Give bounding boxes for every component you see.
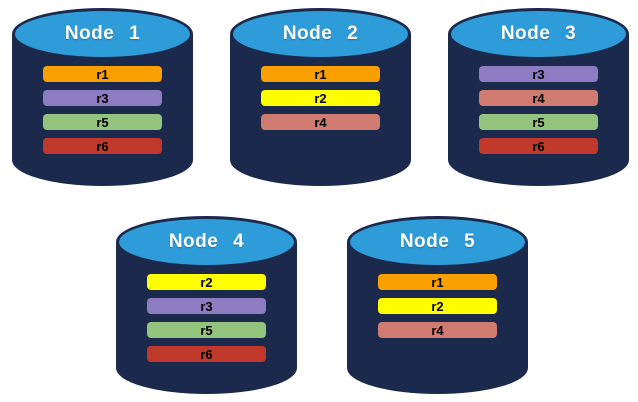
node-name-label: Node 1	[64, 23, 141, 44]
replica-label: r6	[532, 138, 545, 154]
replica-bar: r2	[378, 298, 497, 314]
node-name-label: Node 3	[500, 23, 577, 44]
node-name-label: Node 5	[399, 231, 476, 252]
replica-bar: r2	[261, 90, 380, 106]
replica-label: r1	[314, 66, 327, 82]
replica-bar: r1	[378, 274, 497, 290]
node-cylinder-4: Node 4 r2 r3 r5 r6	[116, 216, 297, 394]
replica-label: r3	[532, 66, 545, 82]
node-row-top: Node 1 r1 r3 r5 r6 Node 2	[12, 8, 629, 186]
replica-bar: r3	[43, 90, 162, 106]
replica-bar: r5	[147, 322, 266, 338]
replica-list: r1 r3 r5 r6	[43, 66, 162, 154]
replica-list: r1 r2 r4	[261, 66, 380, 130]
cylinder-top: Node 2	[230, 8, 411, 60]
replica-label: r5	[532, 114, 545, 130]
node-cylinder-2: Node 2 r1 r2 r4	[230, 8, 411, 186]
replica-label: r4	[314, 114, 327, 130]
replica-bar: r2	[147, 274, 266, 290]
replica-bar: r6	[479, 138, 598, 154]
replica-label: r4	[532, 90, 545, 106]
cylinder-top: Node 3	[448, 8, 629, 60]
replica-list: r2 r3 r5 r6	[147, 274, 266, 362]
node-name-label: Node 2	[282, 23, 359, 44]
replica-label: r4	[431, 322, 444, 338]
replica-label: r2	[200, 274, 213, 290]
replica-label: r3	[200, 298, 213, 314]
replica-bar: r3	[479, 66, 598, 82]
replica-bar: r5	[43, 114, 162, 130]
cylinder-top: Node 4	[116, 216, 297, 268]
cylinder-top: Node 5	[347, 216, 528, 268]
replica-label: r6	[200, 346, 213, 362]
cylinder-top: Node 1	[12, 8, 193, 60]
replica-bar: r4	[479, 90, 598, 106]
node-cylinder-1: Node 1 r1 r3 r5 r6	[12, 8, 193, 186]
replica-bar: r4	[261, 114, 380, 130]
replica-label: r1	[96, 66, 109, 82]
replica-list: r1 r2 r4	[378, 274, 497, 338]
replica-label: r5	[96, 114, 109, 130]
replica-bar: r3	[147, 298, 266, 314]
replica-bar: r6	[147, 346, 266, 362]
replica-bar: r1	[261, 66, 380, 82]
replica-label: r1	[431, 274, 444, 290]
node-cylinder-3: Node 3 r3 r4 r5 r6	[448, 8, 629, 186]
node-row-bottom: Node 4 r2 r3 r5 r6 Node 5	[116, 216, 528, 394]
replica-bar: r6	[43, 138, 162, 154]
replica-label: r2	[314, 90, 327, 106]
replica-label: r5	[200, 322, 213, 338]
node-name-label: Node 4	[168, 231, 245, 252]
replica-bar: r1	[43, 66, 162, 82]
replica-label: r3	[96, 90, 109, 106]
node-cylinder-5: Node 5 r1 r2 r4	[347, 216, 528, 394]
replica-list: r3 r4 r5 r6	[479, 66, 598, 154]
replica-label: r2	[431, 298, 444, 314]
replica-bar: r4	[378, 322, 497, 338]
replica-bar: r5	[479, 114, 598, 130]
replica-label: r6	[96, 138, 109, 154]
